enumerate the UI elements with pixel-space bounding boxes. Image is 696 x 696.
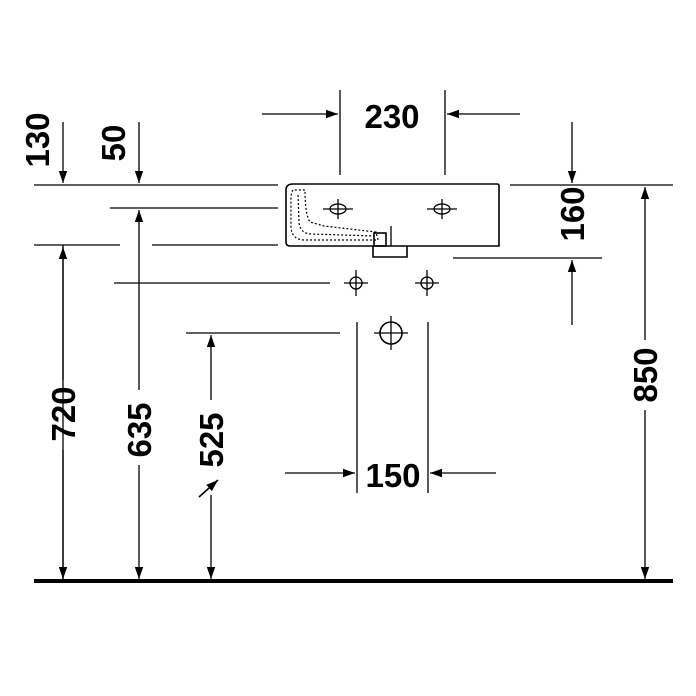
dim-230-label: 230	[364, 98, 419, 135]
dim-525-label: 525	[193, 412, 230, 467]
dim-635: 635	[121, 210, 158, 579]
dim-130-label: 130	[19, 112, 56, 167]
dim-50: 50	[95, 122, 144, 183]
dim-525: 525	[193, 335, 230, 579]
washbasin	[285, 183, 500, 258]
dim-50-label: 50	[95, 125, 132, 162]
drain-connection	[374, 316, 408, 350]
dim-150: 150	[285, 457, 496, 494]
pointer-arrow-icon	[198, 479, 219, 498]
supply-connections	[344, 270, 439, 296]
dim-130: 130	[19, 112, 68, 581]
dim-230: 230	[262, 98, 520, 135]
dim-160-label: 160	[554, 186, 591, 241]
dim-850-label: 850	[627, 347, 664, 402]
dim-635-label: 635	[121, 402, 158, 457]
dim-720-label: 720	[45, 386, 82, 441]
dim-160: 160	[554, 122, 591, 325]
extension-lines	[34, 90, 673, 493]
dim-150-label: 150	[365, 457, 420, 494]
dim-720: 720	[45, 247, 82, 579]
dim-850: 850	[627, 187, 664, 579]
